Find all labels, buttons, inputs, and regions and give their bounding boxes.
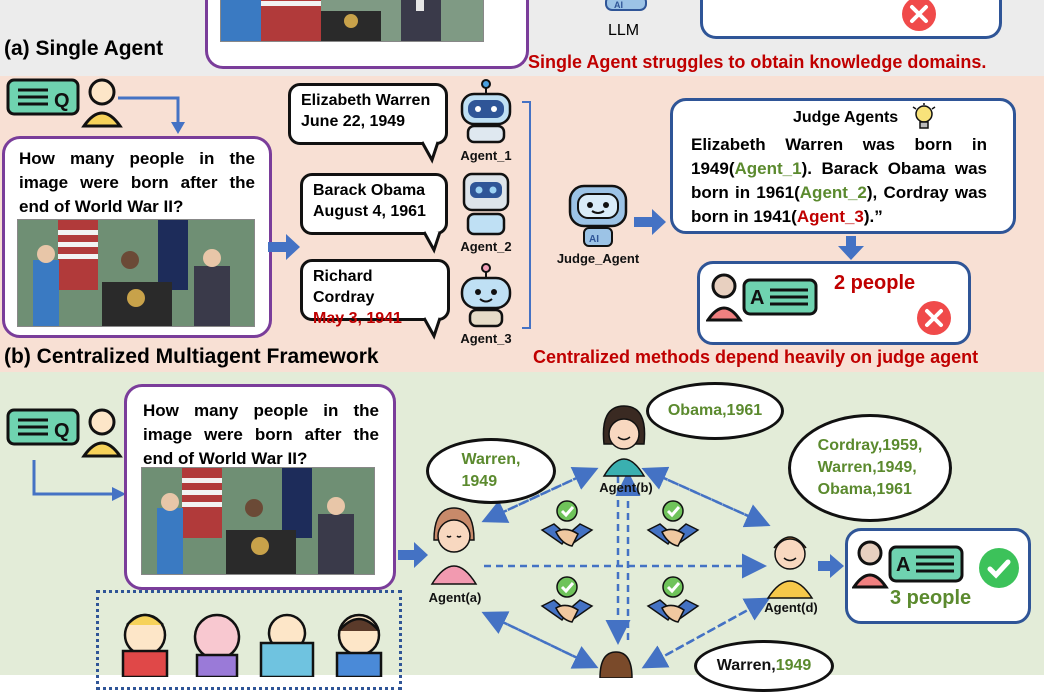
handshake-icon xyxy=(540,500,594,554)
handshake-icon xyxy=(646,576,700,630)
judge-summary-box: Judge Agents Elizabeth Warren was born i… xyxy=(670,98,1016,234)
handshake-icon xyxy=(540,576,594,630)
question-to-agent-a-arrow xyxy=(398,542,428,568)
judge-to-summary-arrow xyxy=(634,209,666,235)
robot-icon-3 xyxy=(454,262,518,330)
agent-b-thought: Obama,1961 xyxy=(646,382,784,440)
agent-a-label: Agent(a) xyxy=(428,590,482,605)
panel-c-answer: 3 people xyxy=(890,587,972,609)
svg-text:AI: AI xyxy=(589,234,599,245)
handshake-icon xyxy=(646,500,700,554)
summary-to-answer-arrow xyxy=(838,236,864,260)
agent-3-person: Richard Cordray xyxy=(313,268,375,306)
answer-person-icon: A xyxy=(851,537,964,593)
wrong-icon xyxy=(901,0,937,32)
panel-b-question-box: How many people in the image were born a… xyxy=(2,136,272,338)
panel-c-photo xyxy=(141,467,375,575)
judge-robot-icon: AI xyxy=(562,180,634,248)
llm-icon: AI xyxy=(602,0,650,14)
agent-3-bubble: Richard Cordray May 3, 1941 xyxy=(300,259,450,327)
user-to-question-arrow xyxy=(118,96,185,134)
agent-d-label: Agent(d) xyxy=(764,600,818,615)
agent-3-date: May 3, 1941 xyxy=(313,310,402,327)
agent-a-avatar xyxy=(428,506,480,586)
panel-c-question: How many people in the image were born a… xyxy=(143,401,379,468)
panel-a-note: Single Agent struggles to obtain knowled… xyxy=(528,52,987,72)
wrong-icon xyxy=(916,300,952,336)
svg-text:AI: AI xyxy=(614,0,623,10)
agent-c-thought: Warren,1949 xyxy=(694,640,834,692)
svg-text:Q: Q xyxy=(54,90,70,112)
robot-icon-2 xyxy=(454,170,518,238)
panel-b-question: How many people in the image were born a… xyxy=(19,149,255,216)
svg-text:Q: Q xyxy=(54,420,70,442)
user-to-question-arrow xyxy=(32,460,126,501)
agent-2-person: Barack Obama xyxy=(313,182,426,199)
judge-agent-label: Judge_Agent xyxy=(556,251,640,266)
correct-icon xyxy=(978,547,1020,589)
agent-c-thought-text: Warren,1949 xyxy=(716,657,812,674)
agent-b-avatar xyxy=(596,404,652,478)
agent-b-thought-text: Obama,1961 xyxy=(667,402,763,419)
agent-d-thought-text: Cordray,1959, Warren,1949, Obama,1961 xyxy=(817,437,923,498)
agent-a-thought-text: Warren, 1949 xyxy=(461,451,521,490)
agent-1-bubble: Elizabeth Warren June 22, 1949 xyxy=(288,83,448,145)
user-query-icon: Q xyxy=(6,404,124,460)
panel-b-answer: 2 people xyxy=(834,272,916,294)
question-to-agents-arrow xyxy=(268,234,300,260)
agent-1-person: Elizabeth Warren xyxy=(301,92,431,109)
panel-b-note: Centralized methods depend heavily on ju… xyxy=(533,347,979,367)
agent-2-date: August 4, 1961 xyxy=(313,203,426,220)
panel-b-answer-box: A 2 people xyxy=(697,261,971,345)
reading-people-icon xyxy=(109,607,399,679)
svg-text:A: A xyxy=(750,287,764,309)
agent-network-arrows xyxy=(481,466,771,669)
judge-title: Judge Agents xyxy=(793,109,899,126)
llm-label: LLM xyxy=(608,22,640,39)
agent-2-bubble: Barack Obama August 4, 1961 xyxy=(300,173,448,235)
agent-1-date: June 22, 1949 xyxy=(301,113,406,130)
agent-b-label: Agent(b) xyxy=(599,480,653,495)
agent-1-label: Agent_1 xyxy=(460,148,512,163)
panel-a-image-box xyxy=(205,0,529,69)
agents-crowd-box xyxy=(96,590,402,690)
agent-d-avatar xyxy=(764,526,816,600)
agent-c-avatar xyxy=(596,648,636,679)
agent-d-thought: Cordray,1959, Warren,1949, Obama,1961 xyxy=(788,414,952,522)
panel-c-question-box: How many people in the image were born a… xyxy=(124,384,396,590)
panel-a-photo xyxy=(220,0,484,42)
judge-summary-text: Elizabeth Warren was born in 1949(Agent_… xyxy=(691,135,987,226)
panel-c-answer-box: A 3 people xyxy=(845,528,1031,624)
answer-person-icon: A xyxy=(705,270,818,326)
user-query-icon: Q xyxy=(6,74,124,130)
lightbulb-icon xyxy=(911,103,937,131)
robot-icon-1 xyxy=(454,78,518,146)
svg-text:A: A xyxy=(896,554,910,576)
agent-a-thought: Warren, 1949 xyxy=(426,438,556,504)
agents-bracket xyxy=(522,101,531,329)
agent-d-to-answer-arrow xyxy=(818,554,844,578)
panel-a-answer-box xyxy=(700,0,1002,39)
panel-b-title: (b) Centralized Multiagent Framework xyxy=(4,345,379,368)
panel-b-photo xyxy=(17,219,255,327)
bubble-tails xyxy=(420,141,442,340)
agent-3-label: Agent_3 xyxy=(460,331,512,346)
agent-2-label: Agent_2 xyxy=(460,239,512,254)
panel-a-title: (a) Single Agent xyxy=(4,37,164,60)
